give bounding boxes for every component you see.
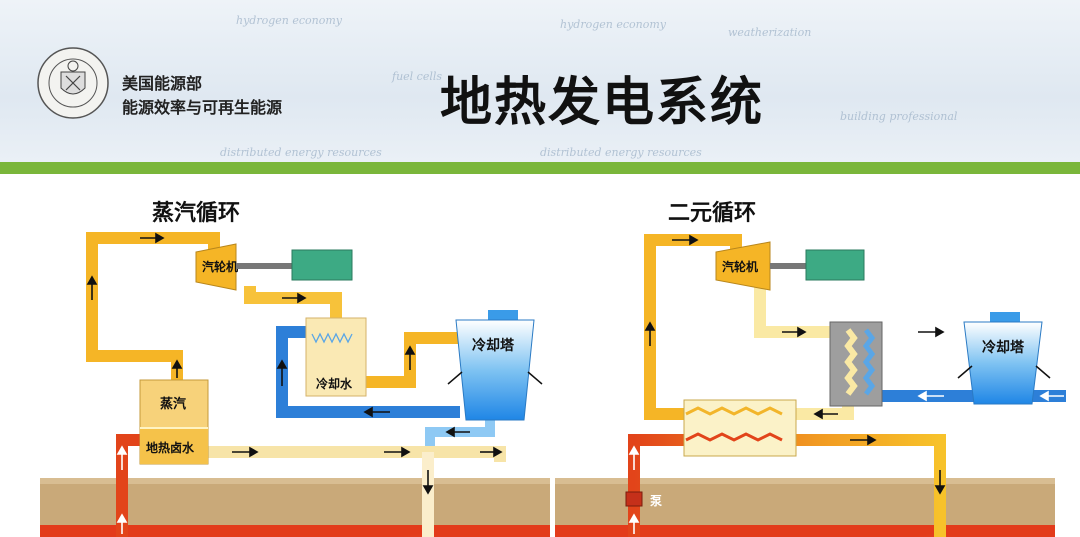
banner-watermark: distributed energy resources bbox=[540, 146, 702, 159]
ground-right bbox=[555, 478, 1055, 537]
steam-condenser: 冷却水 bbox=[305, 317, 367, 397]
binary-turbine: 汽轮机 bbox=[715, 241, 771, 291]
steam-generator bbox=[291, 249, 353, 281]
binary-cooling-tower-label: 冷却塔 bbox=[982, 339, 1025, 356]
banner-watermark: fuel cells bbox=[392, 70, 443, 83]
steam-well-arrows bbox=[116, 445, 128, 534]
brine-label: 地热卤水 bbox=[146, 440, 195, 455]
steam-cooling-tower: 冷却塔 bbox=[447, 310, 543, 421]
agency-office: 能源效率与可再生能源 bbox=[122, 98, 283, 117]
binary-turbine-label: 汽轮机 bbox=[722, 259, 758, 274]
binary-generator bbox=[805, 249, 865, 281]
binary-heat-exchanger bbox=[683, 399, 797, 457]
banner-watermark: weatherization bbox=[728, 26, 812, 39]
steam-cycle-title: 蒸汽循环 bbox=[152, 201, 241, 226]
doe-seal-logo bbox=[37, 47, 109, 119]
banner-watermark: hydrogen economy bbox=[236, 14, 342, 27]
binary-cycle-title: 二元循环 bbox=[668, 201, 757, 226]
banner-watermark: distributed energy resources bbox=[220, 146, 382, 159]
steam-label: 蒸汽 bbox=[160, 396, 186, 412]
steam-cooling-tower-label: 冷却塔 bbox=[472, 337, 515, 354]
banner-watermark: hydrogen economy bbox=[560, 18, 666, 31]
steam-separator-tank: 蒸汽 地热卤水 bbox=[139, 379, 209, 465]
binary-shaft bbox=[770, 263, 806, 269]
banner-watermark: building professional bbox=[840, 110, 958, 123]
header-banner: hydrogen economy hydrogen economy weathe… bbox=[0, 0, 1080, 162]
steam-turbine-label: 汽轮机 bbox=[202, 259, 238, 274]
steam-turbine: 汽轮机 bbox=[195, 243, 238, 291]
binary-cooling-tower: 冷却塔 bbox=[957, 312, 1051, 405]
steam-flow-arrows bbox=[86, 232, 503, 495]
steam-shaft bbox=[236, 263, 292, 269]
pump-label: 泵 bbox=[650, 494, 662, 508]
geothermal-diagram: 蒸汽 地热卤水 汽轮机 冷却水 冷却塔 bbox=[40, 232, 1066, 537]
page-title: 地热发电系统 bbox=[440, 73, 765, 133]
pump: 泵 bbox=[625, 491, 662, 508]
agency-name: 美国能源部 bbox=[122, 74, 203, 93]
cooling-water-label: 冷却水 bbox=[316, 376, 353, 391]
binary-condenser bbox=[829, 321, 883, 407]
divider-bar bbox=[0, 162, 1080, 174]
binary-flow-arrows bbox=[628, 234, 1064, 534]
